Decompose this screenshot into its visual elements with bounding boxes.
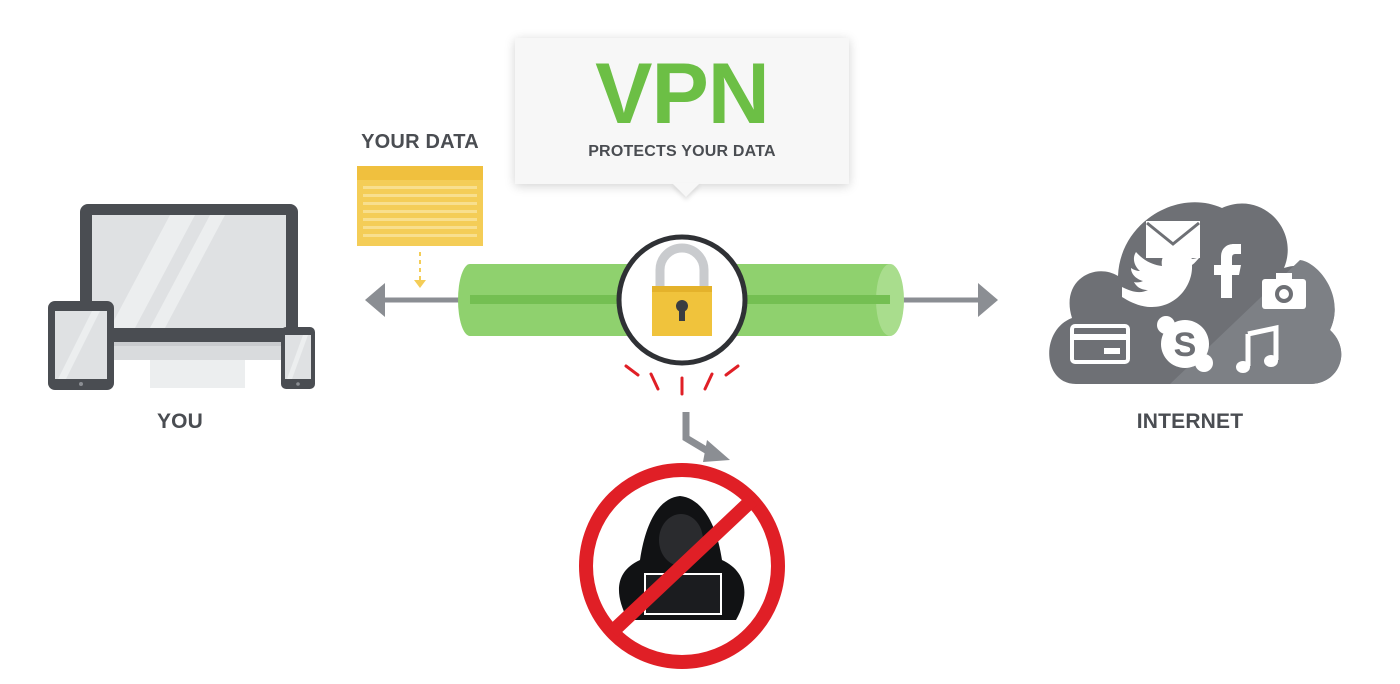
blocked-arrow [682,412,730,462]
credit-card-icon [1070,324,1130,364]
twitter-icon [1122,248,1200,307]
laptop-icon [80,204,298,388]
your-data-label: YOUR DATA [361,131,479,153]
vpn-title: VPN [595,46,770,142]
vpn-subtitle: PROTECTS YOUR DATA [588,143,776,160]
tablet-icon [48,301,114,390]
camera-icon [1262,273,1306,309]
internet-label: INTERNET [1136,410,1244,433]
phone-icon [281,327,315,389]
data-file-icon [357,166,483,288]
you-label: YOU [156,410,204,433]
music-note-icon [1236,324,1279,373]
svg-text:S: S [1174,326,1197,364]
no-entry-icon [579,463,785,669]
padlock-icon [616,234,748,366]
facebook-icon [1214,244,1241,298]
skype-icon: S [1157,316,1213,372]
alert-rays [624,364,740,396]
callout-pointer [672,183,700,197]
vpn-callout [515,38,849,184]
